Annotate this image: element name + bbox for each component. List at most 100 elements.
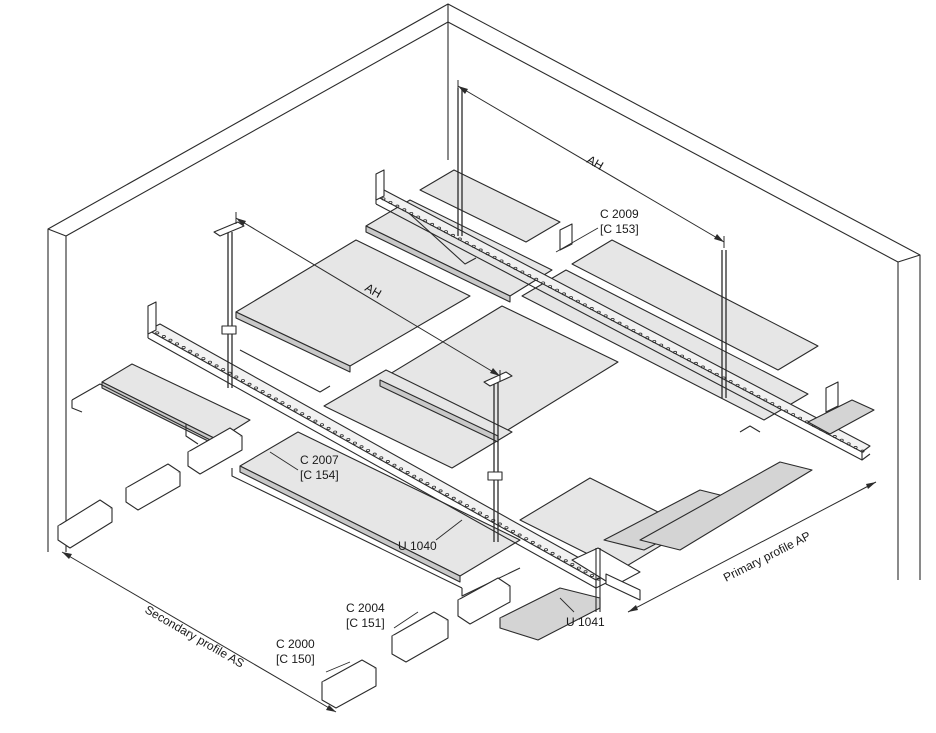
rail-hole	[319, 423, 324, 427]
rail-hole	[714, 372, 719, 376]
label-c154: [C 154]	[300, 468, 339, 482]
rail-hole	[471, 244, 476, 248]
rail-hole	[530, 540, 535, 544]
rail-hole	[673, 350, 678, 354]
rail-hole	[457, 237, 462, 241]
hanger-tops	[213, 221, 513, 481]
rail-hole	[575, 299, 580, 303]
secondary-profiles-right	[321, 577, 511, 709]
rail-hole	[425, 482, 430, 486]
rail-hole	[399, 467, 404, 471]
rail-hole	[832, 435, 837, 439]
rail-hole	[267, 393, 272, 397]
rail-hole	[188, 349, 193, 353]
rail-hole	[624, 325, 629, 329]
rail-hole	[561, 292, 566, 296]
rail-hole	[423, 219, 428, 223]
label-c153: [C 153]	[600, 222, 639, 236]
hanger-rods	[227, 88, 727, 542]
rail-hole	[791, 413, 796, 417]
rail-hole	[506, 263, 511, 267]
rail-hole	[431, 485, 436, 489]
primary-profiles	[499, 399, 875, 641]
rail-hole	[366, 448, 371, 452]
rail-hole	[458, 500, 463, 504]
rail-hole	[293, 408, 298, 412]
rail-hole	[443, 230, 448, 234]
rail-hole	[247, 382, 252, 386]
rail-hole	[555, 288, 560, 292]
label-c2007: C 2007	[300, 453, 339, 467]
rail-hole	[306, 415, 311, 419]
main-rail-back-holes	[381, 197, 865, 453]
rail-hole	[544, 548, 549, 552]
rail-hole	[381, 197, 386, 201]
rail-hole	[430, 222, 435, 226]
rail-hole	[379, 456, 384, 460]
rail-hole	[214, 364, 219, 368]
dimension-primary-profile: Primary profile AP	[721, 529, 813, 585]
dimension-arrows	[62, 86, 876, 712]
rail-hole	[412, 474, 417, 478]
label-c2009: C 2009	[600, 207, 639, 221]
secondary-profiles-left	[57, 427, 243, 549]
rail-hole	[511, 529, 516, 533]
dimension-lines	[61, 80, 877, 713]
rail-hole	[520, 270, 525, 274]
rail-hole	[763, 398, 768, 402]
rail-hole	[524, 537, 529, 541]
rail-hole	[568, 296, 573, 300]
rail-hole	[735, 383, 740, 387]
rail-hole	[777, 405, 782, 409]
label-c150: [C 150]	[276, 652, 315, 666]
rail-hole	[686, 358, 691, 362]
rail-hole	[346, 437, 351, 441]
rail-hole	[260, 390, 265, 394]
rail-hole	[300, 412, 305, 416]
rail-hole	[557, 555, 562, 559]
rail-hole	[388, 200, 393, 204]
rail-hole	[617, 321, 622, 325]
rail-hole	[707, 369, 712, 373]
rail-hole	[445, 493, 450, 497]
rail-hole	[666, 347, 671, 351]
rail-hole	[784, 409, 789, 413]
rail-hole	[491, 518, 496, 522]
rail-hole	[201, 357, 206, 361]
rail-hole	[168, 338, 173, 342]
dimension-ah-back: AH	[585, 152, 606, 172]
rail-hole	[194, 353, 199, 357]
rail-hole	[352, 441, 357, 445]
rail-hole	[402, 208, 407, 212]
rail-hole	[280, 401, 285, 405]
part-labels: C 2009 [C 153] C 2007 [C 154] U 1040 C 2…	[276, 207, 639, 666]
rail-hole	[693, 361, 698, 365]
rail-hole	[161, 335, 166, 339]
rail-hole	[339, 434, 344, 438]
rail-hole	[742, 387, 747, 391]
rail-hole	[392, 463, 397, 467]
rail-hole	[464, 504, 469, 508]
rail-hole	[728, 380, 733, 384]
rail-hole	[589, 307, 594, 311]
rail-hole	[631, 328, 636, 332]
rail-hole	[576, 566, 581, 570]
rail-hole	[181, 346, 186, 350]
label-c151: [C 151]	[346, 616, 385, 630]
rail-hole	[590, 573, 595, 577]
rail-hole	[254, 386, 259, 390]
rail-hole	[499, 259, 504, 263]
rail-hole	[395, 204, 400, 208]
rail-hole	[550, 551, 555, 555]
rail-hole	[645, 336, 650, 340]
connector-u1041	[571, 547, 641, 612]
rail-hole	[548, 285, 553, 289]
rail-hole	[756, 394, 761, 398]
rail-hole	[437, 226, 442, 230]
rail-hole	[860, 449, 865, 453]
rail-hole	[409, 211, 414, 215]
main-rail-front-holes	[155, 331, 601, 581]
rail-hole	[527, 274, 532, 278]
rail-hole	[537, 544, 542, 548]
